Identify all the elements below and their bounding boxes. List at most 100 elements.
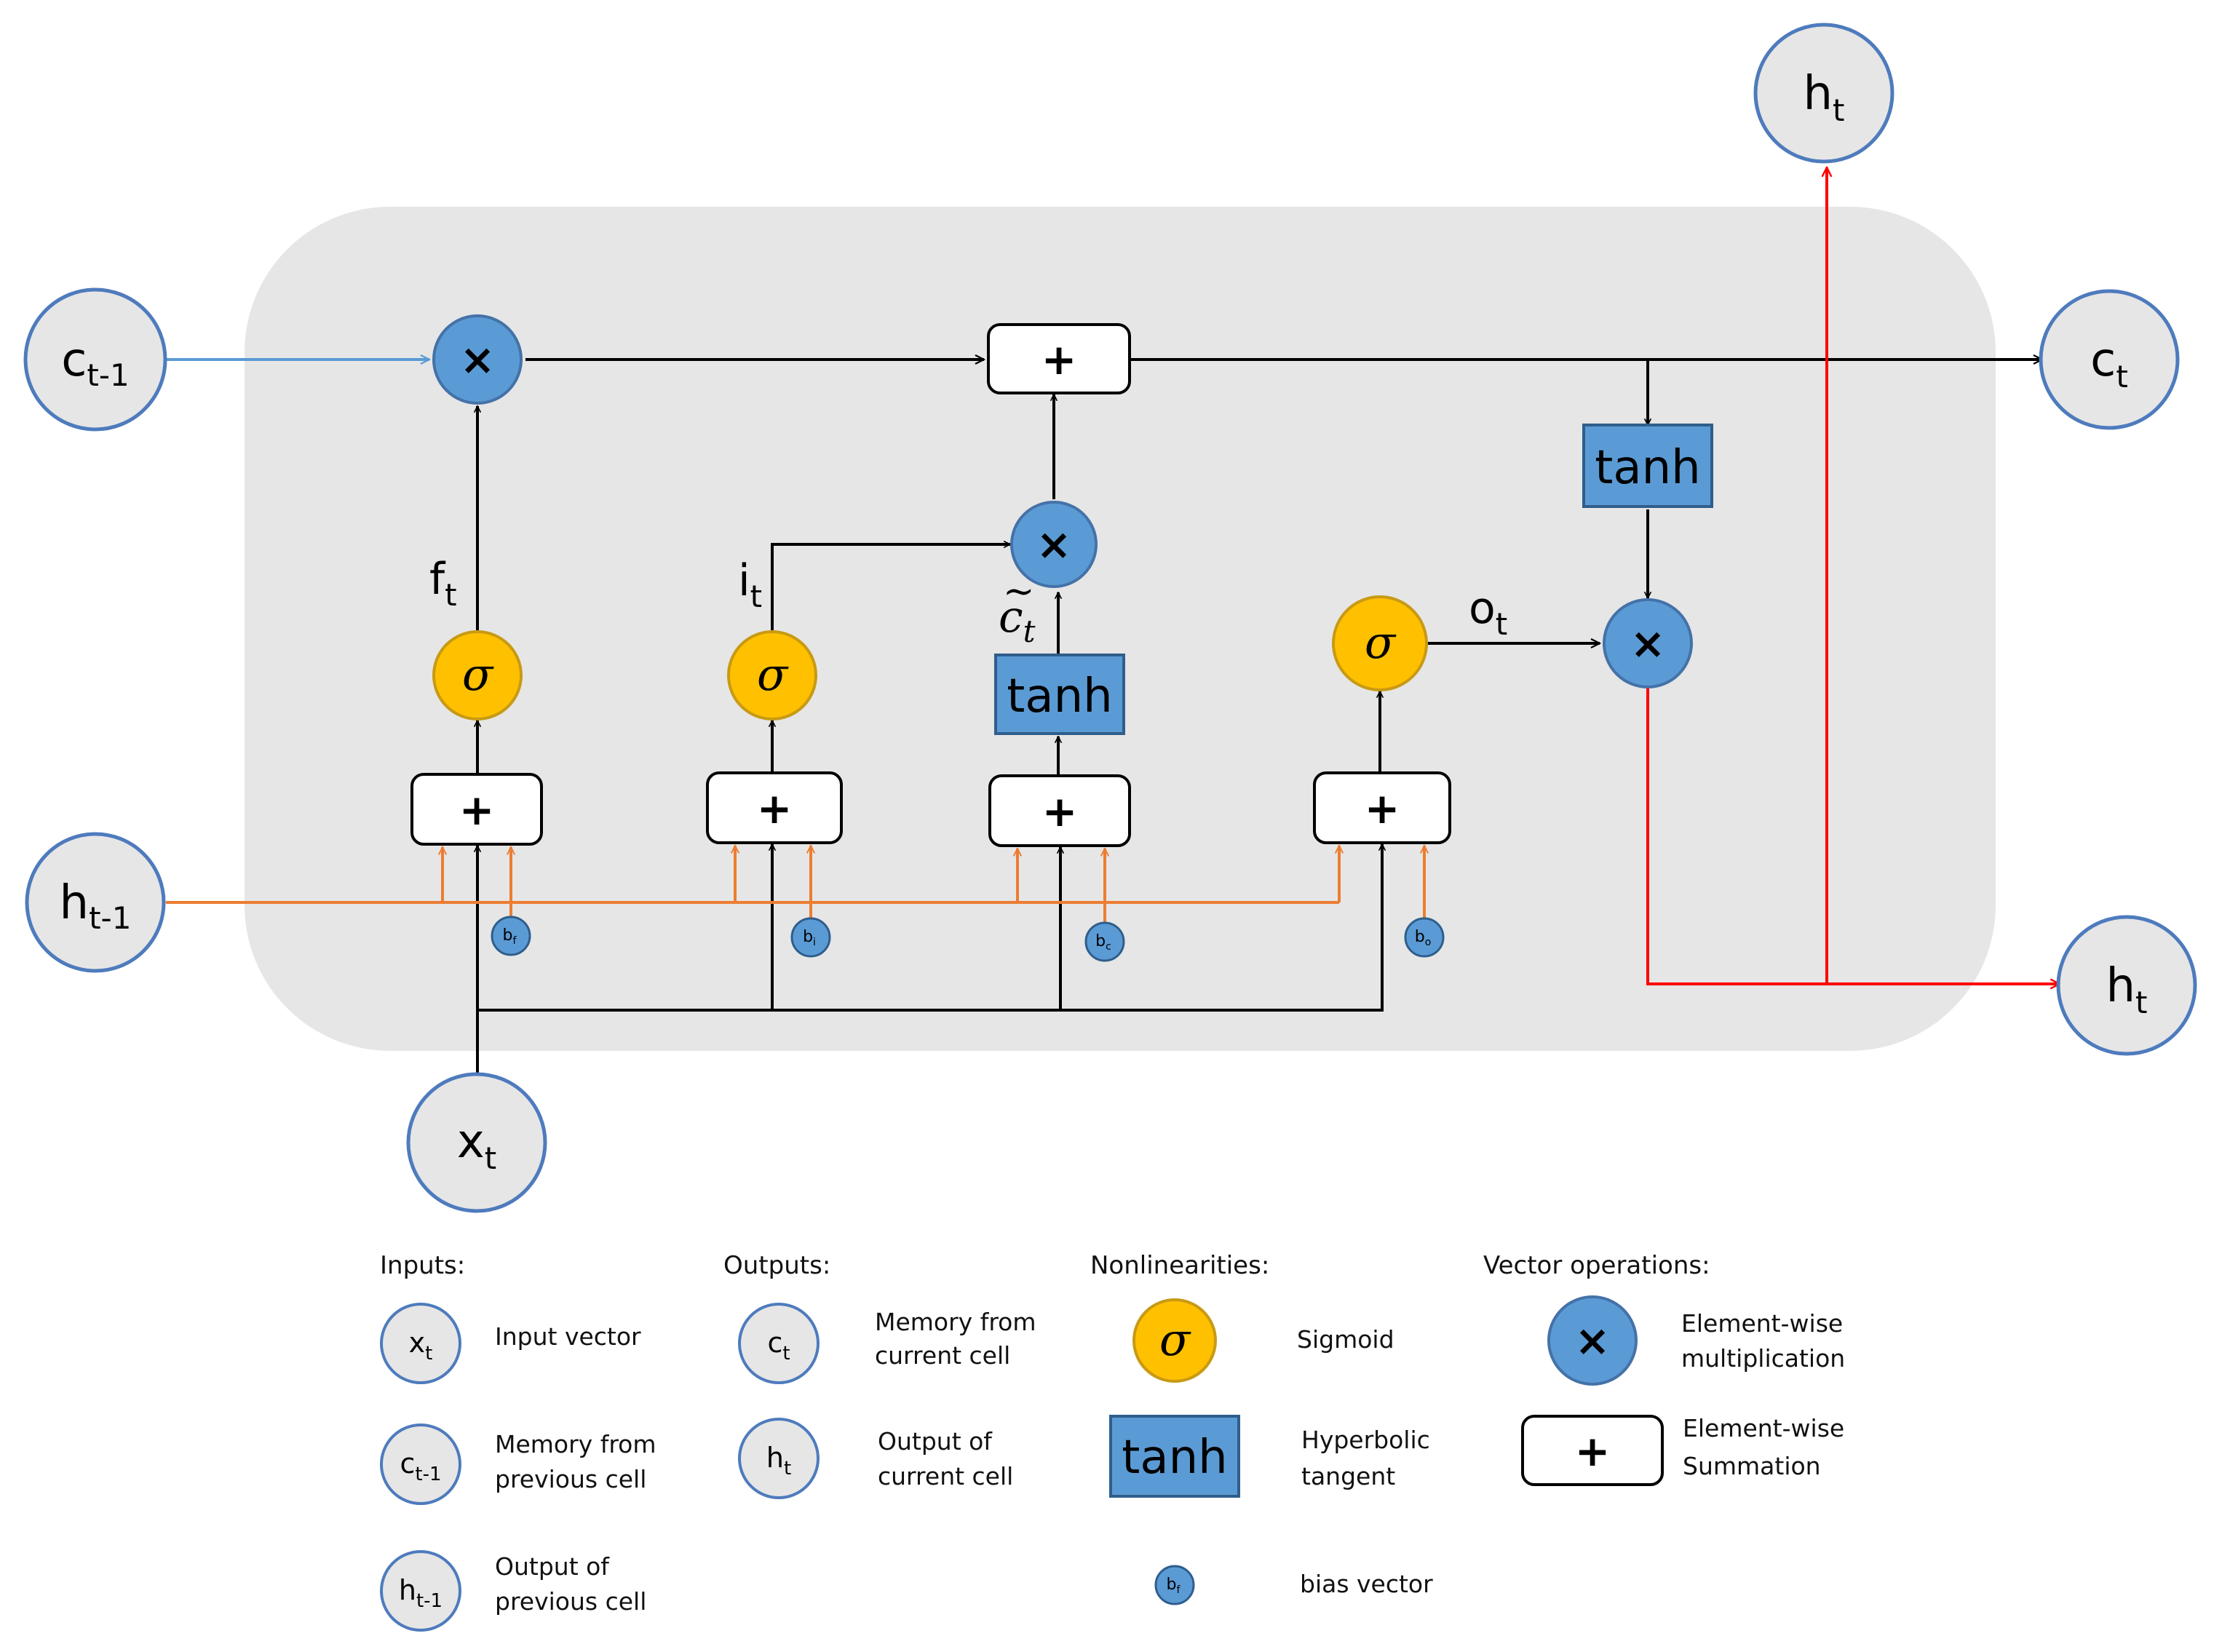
node-h-prev: ht-1 xyxy=(25,832,166,973)
forget-sigmoid-symbol: σ xyxy=(462,648,494,701)
candidate-tanh-box: tanh xyxy=(994,654,1125,735)
node-c-prev-main: c xyxy=(61,333,87,387)
forget-multiply-symbol: × xyxy=(460,335,496,384)
candidate-label: ct ~ xyxy=(999,570,1036,649)
legend-output-c-text-2: current cell xyxy=(875,1341,1010,1370)
lstm-cell-background xyxy=(245,207,1996,1051)
svg-text:bf: bf xyxy=(503,926,517,947)
bias-f-node: bf xyxy=(491,916,531,956)
node-h-t-right: ht xyxy=(2056,915,2197,1056)
legend-nonlinearities-heading: Nonlinearities: xyxy=(1090,1251,1269,1280)
svg-text:tanh: tanh xyxy=(1122,1431,1227,1485)
svg-text:ct: ct xyxy=(999,592,1036,649)
input-gate-label: it xyxy=(738,555,762,614)
node-c-t: ct xyxy=(2039,289,2180,430)
node-c-t-main: c xyxy=(2090,333,2116,387)
output-sigmoid-node: σ xyxy=(1332,595,1428,691)
cell-add-box: + xyxy=(987,323,1131,394)
legend-output-h: ht Output of current cell xyxy=(738,1418,1013,1499)
node-c-prev-sub: t-1 xyxy=(87,357,129,393)
output-add-symbol: + xyxy=(1365,784,1400,833)
legend-add-text-2: Summation xyxy=(1683,1452,1821,1480)
node-h-t-right-sub: t xyxy=(2135,985,2147,1020)
legend-output-c-text-1: Memory from xyxy=(875,1308,1036,1336)
legend-input-h-text-2: previous cell xyxy=(495,1587,646,1616)
svg-text:ht-1: ht-1 xyxy=(399,1574,443,1612)
legend-sigmoid: σ Sigmoid xyxy=(1132,1298,1394,1383)
svg-text:×: × xyxy=(1575,1316,1611,1365)
bias-o-node: bo xyxy=(1404,917,1445,958)
legend-vector-ops-heading: Vector operations: xyxy=(1483,1251,1710,1280)
forget-add-symbol: + xyxy=(459,785,495,835)
input-add-box: + xyxy=(706,771,843,844)
bias-i-node: bi xyxy=(790,917,831,958)
node-x-t-main: x xyxy=(457,1115,485,1169)
node-h-t-top: ht xyxy=(1753,23,1894,164)
input-multiply-symbol: × xyxy=(1036,520,1072,569)
svg-text:ht-1: ht-1 xyxy=(60,876,132,936)
svg-text:xt: xt xyxy=(409,1327,433,1365)
legend-add-text-1: Element-wise xyxy=(1683,1414,1844,1442)
node-c-prev: ct-1 xyxy=(23,287,167,432)
legend-multiply-text-1: Element-wise xyxy=(1681,1309,1843,1338)
svg-text:ht: ht xyxy=(1803,67,1844,128)
legend-input-x-text: Input vector xyxy=(495,1322,641,1351)
svg-text:xt: xt xyxy=(457,1115,496,1176)
legend-output-h-text-2: current cell xyxy=(878,1462,1013,1490)
node-x-t: xt xyxy=(406,1072,547,1213)
legend-add: + Element-wise Summation xyxy=(1521,1414,1844,1486)
svg-text:+: + xyxy=(1575,1426,1611,1476)
node-h-t-right-main: h xyxy=(2106,959,2135,1013)
cell-tanh-label: tanh xyxy=(1595,441,1700,495)
node-h-t-top-main: h xyxy=(1803,67,1833,121)
legend-outputs-heading: Outputs: xyxy=(723,1251,830,1280)
legend-inputs-heading: Inputs: xyxy=(380,1251,465,1280)
forget-gate-label: ft xyxy=(429,554,457,613)
svg-text:ht: ht xyxy=(766,1442,791,1480)
svg-text:ct: ct xyxy=(2090,333,2128,394)
legend-input-h: ht-1 Output of previous cell xyxy=(380,1550,646,1632)
svg-text:ct: ct xyxy=(767,1327,790,1365)
input-sigmoid-symbol: σ xyxy=(757,648,789,701)
node-h-prev-main: h xyxy=(60,876,90,930)
output-gate-label: ot xyxy=(1469,583,1507,642)
legend-output-c: ct Memory from current cell xyxy=(738,1303,1036,1384)
cell-add-symbol: + xyxy=(1041,335,1077,384)
node-x-t-sub: t xyxy=(485,1140,496,1176)
candidate-add-box: + xyxy=(988,774,1131,847)
legend-input-x: xt Input vector xyxy=(380,1303,641,1384)
output-multiply-node: × xyxy=(1603,598,1693,688)
hidden-output-line xyxy=(1646,687,2060,984)
connection-lines xyxy=(166,167,2060,1074)
node-h-t-top-sub: t xyxy=(1833,92,1844,128)
legend: Inputs: xt Input vector ct-1 Memory from… xyxy=(380,1251,1845,1632)
legend-input-c-text-1: Memory from xyxy=(495,1430,656,1458)
output-multiply-symbol: × xyxy=(1630,619,1666,668)
legend-multiply: × Element-wise multiplication xyxy=(1547,1295,1845,1386)
input-multiply-node: × xyxy=(1010,501,1098,588)
output-sigmoid-symbol: σ xyxy=(1365,616,1397,669)
node-c-t-sub: t xyxy=(2116,359,2127,394)
forget-sigmoid-node: σ xyxy=(432,630,523,720)
legend-bias: bf bias vector xyxy=(1154,1565,1433,1605)
legend-input-h-text-1: Output of xyxy=(495,1552,610,1581)
output-add-box: + xyxy=(1313,771,1451,844)
input-add-symbol: + xyxy=(757,784,793,833)
svg-text:bo: bo xyxy=(1415,928,1432,948)
cell-tanh-box: tanh xyxy=(1582,424,1713,508)
svg-text:σ: σ xyxy=(1159,1313,1191,1366)
legend-tanh-text-1: Hyperbolic xyxy=(1301,1426,1430,1454)
svg-text:bf: bf xyxy=(1167,1576,1181,1596)
legend-output-h-text-1: Output of xyxy=(878,1427,993,1456)
input-sigmoid-node: σ xyxy=(727,630,817,720)
svg-text:ct-1: ct-1 xyxy=(61,333,130,393)
legend-input-c-text-2: previous cell xyxy=(495,1465,646,1493)
svg-text:ht: ht xyxy=(2106,959,2147,1020)
node-h-prev-sub: t-1 xyxy=(89,900,131,936)
input-gate-line xyxy=(771,544,1010,630)
bias-c-node: bc xyxy=(1084,921,1125,962)
legend-sigmoid-text: Sigmoid xyxy=(1297,1325,1394,1354)
legend-input-c: ct-1 Memory from previous cell xyxy=(380,1423,656,1505)
svg-text:bc: bc xyxy=(1095,932,1111,953)
